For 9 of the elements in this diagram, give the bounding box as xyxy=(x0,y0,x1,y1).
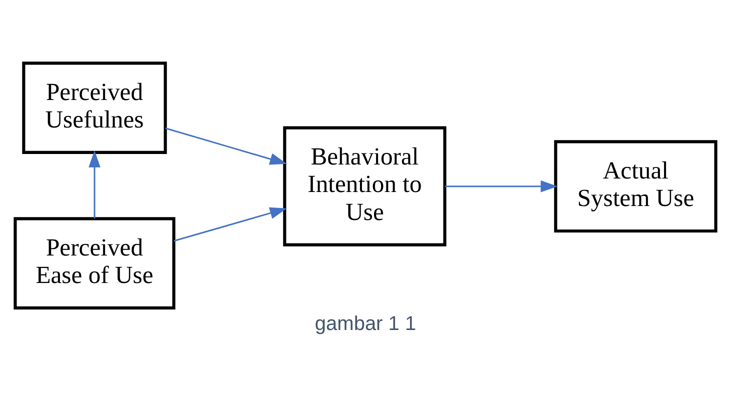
arrow xyxy=(165,128,287,165)
node-box: Actual System Use xyxy=(554,140,718,233)
arrow xyxy=(445,180,558,192)
node-box: Perceived Ease of Use xyxy=(14,217,176,310)
caption: gambar 1 1 xyxy=(314,313,416,336)
node-box: Perceived Usefulnes xyxy=(22,62,167,154)
arrow xyxy=(174,207,287,242)
arrow xyxy=(88,150,100,218)
node-box: Behavioral Intention to Use xyxy=(283,126,446,246)
